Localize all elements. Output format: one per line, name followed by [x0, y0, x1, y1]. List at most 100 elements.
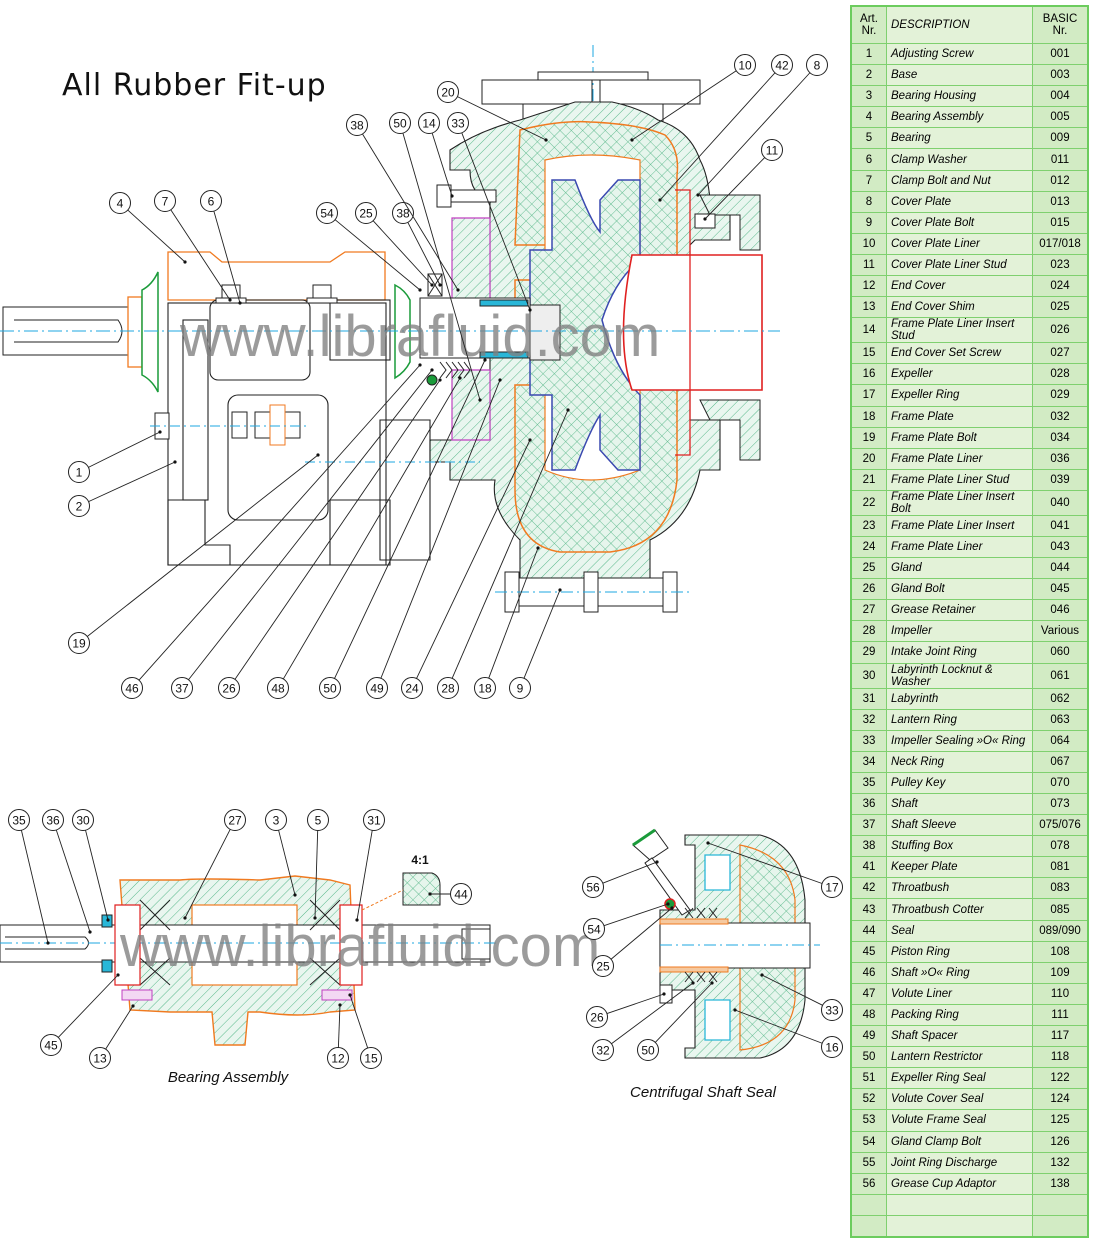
callout-leader	[488, 547, 539, 679]
callout-circle	[265, 809, 287, 831]
basic-nr-cell: 013	[1032, 190, 1089, 213]
art-nr-cell: 56	[850, 1172, 887, 1195]
callout-circle	[267, 677, 289, 699]
callout-dot	[544, 138, 548, 142]
basic-nr-cell: 024	[1032, 275, 1089, 298]
callout-leader	[697, 72, 811, 196]
basic-nr-cell: 046	[1032, 599, 1089, 622]
art-nr-cell: 31	[850, 687, 887, 710]
art-nr-cell: 12	[850, 275, 887, 298]
basic-nr-cell: 062	[1032, 687, 1089, 710]
art-nr-cell: 9	[850, 211, 887, 234]
callout-dot	[183, 916, 187, 920]
callout-circle	[346, 114, 368, 136]
callout-leader	[416, 439, 531, 679]
callout-circle	[474, 677, 496, 699]
callout-circle	[8, 809, 30, 831]
basic-nr-cell: 132	[1032, 1151, 1089, 1174]
description-cell: Cover Plate Liner Stud	[886, 253, 1033, 277]
callout: 1	[68, 430, 162, 483]
header-description: DESCRIPTION	[886, 5, 1033, 44]
callout-circle	[355, 202, 377, 224]
seal-detail	[402, 872, 441, 906]
art-nr-cell: 3	[850, 85, 887, 108]
callout-circle	[592, 1039, 614, 1061]
callout-dot	[183, 260, 187, 264]
art-nr-cell: 54	[850, 1130, 887, 1153]
callout-number: 11	[766, 144, 779, 158]
description-cell: Seal	[886, 919, 1033, 942]
callout-circle	[592, 955, 614, 977]
art-nr-cell: 48	[850, 1003, 887, 1027]
art-nr-cell: 26	[850, 578, 887, 601]
callout: 12	[327, 1003, 349, 1069]
basic-nr-cell: 026	[1032, 317, 1089, 344]
callout-circle	[392, 202, 414, 224]
callout-circle	[771, 54, 793, 76]
basic-nr-cell: 138	[1032, 1172, 1089, 1195]
neck-ring	[479, 299, 529, 307]
callout: 15	[348, 993, 382, 1069]
gland-o-ring	[426, 374, 438, 386]
description-cell: Frame Plate Bolt	[886, 426, 1033, 449]
callout-leader	[55, 829, 91, 933]
main-assembly-view	[0, 45, 780, 613]
description-cell: Clamp Washer	[886, 148, 1033, 171]
callout-leader	[57, 974, 119, 1038]
callout-dot	[710, 981, 714, 985]
description-cell: Intake Joint Ring	[886, 641, 1033, 664]
table-row	[850, 1193, 1089, 1216]
basic-nr-cell: 045	[1032, 578, 1089, 601]
art-nr-cell: 28	[850, 620, 887, 643]
callout-leader	[356, 830, 373, 921]
callout-dot	[456, 288, 460, 292]
art-nr-cell: 53	[850, 1109, 887, 1132]
callout: 26	[586, 992, 666, 1028]
callout-leader	[606, 993, 665, 1015]
description-cell: Cover Plate Bolt	[886, 211, 1033, 234]
callout: 20	[437, 81, 548, 142]
description-cell: Labyrinth	[886, 687, 1033, 710]
callout: 54	[316, 202, 422, 292]
callout-dot	[106, 918, 110, 922]
callout-dot	[450, 194, 454, 198]
basic-nr-cell: 041	[1032, 514, 1089, 537]
callout-dot	[355, 918, 359, 922]
art-nr-cell	[850, 1193, 887, 1216]
callout-number: 54	[587, 923, 601, 937]
locknut-lower	[101, 959, 113, 973]
description-cell: Pulley Key	[886, 771, 1033, 795]
callout-number: 44	[454, 888, 468, 902]
callout-number: 38	[396, 207, 410, 221]
basic-nr-cell: 073	[1032, 792, 1089, 816]
description-cell: Volute Liner	[886, 982, 1033, 1005]
callout: 38	[392, 202, 442, 287]
watermark-bottom: www.librafluid.com	[119, 914, 600, 979]
description-cell: Bearing	[886, 127, 1033, 150]
callout-number: 26	[590, 1011, 604, 1025]
callout-number: 15	[364, 1052, 378, 1066]
callout-leader	[407, 222, 441, 286]
art-nr-cell: 14	[850, 317, 887, 344]
callout: 46	[121, 363, 422, 699]
callout-leader	[457, 96, 547, 141]
header-art-nr: Art. Nr.	[850, 5, 887, 44]
basic-nr-cell: 122	[1032, 1067, 1089, 1090]
basic-nr-cell: 078	[1032, 835, 1089, 858]
description-cell: Frame Plate	[886, 405, 1033, 428]
